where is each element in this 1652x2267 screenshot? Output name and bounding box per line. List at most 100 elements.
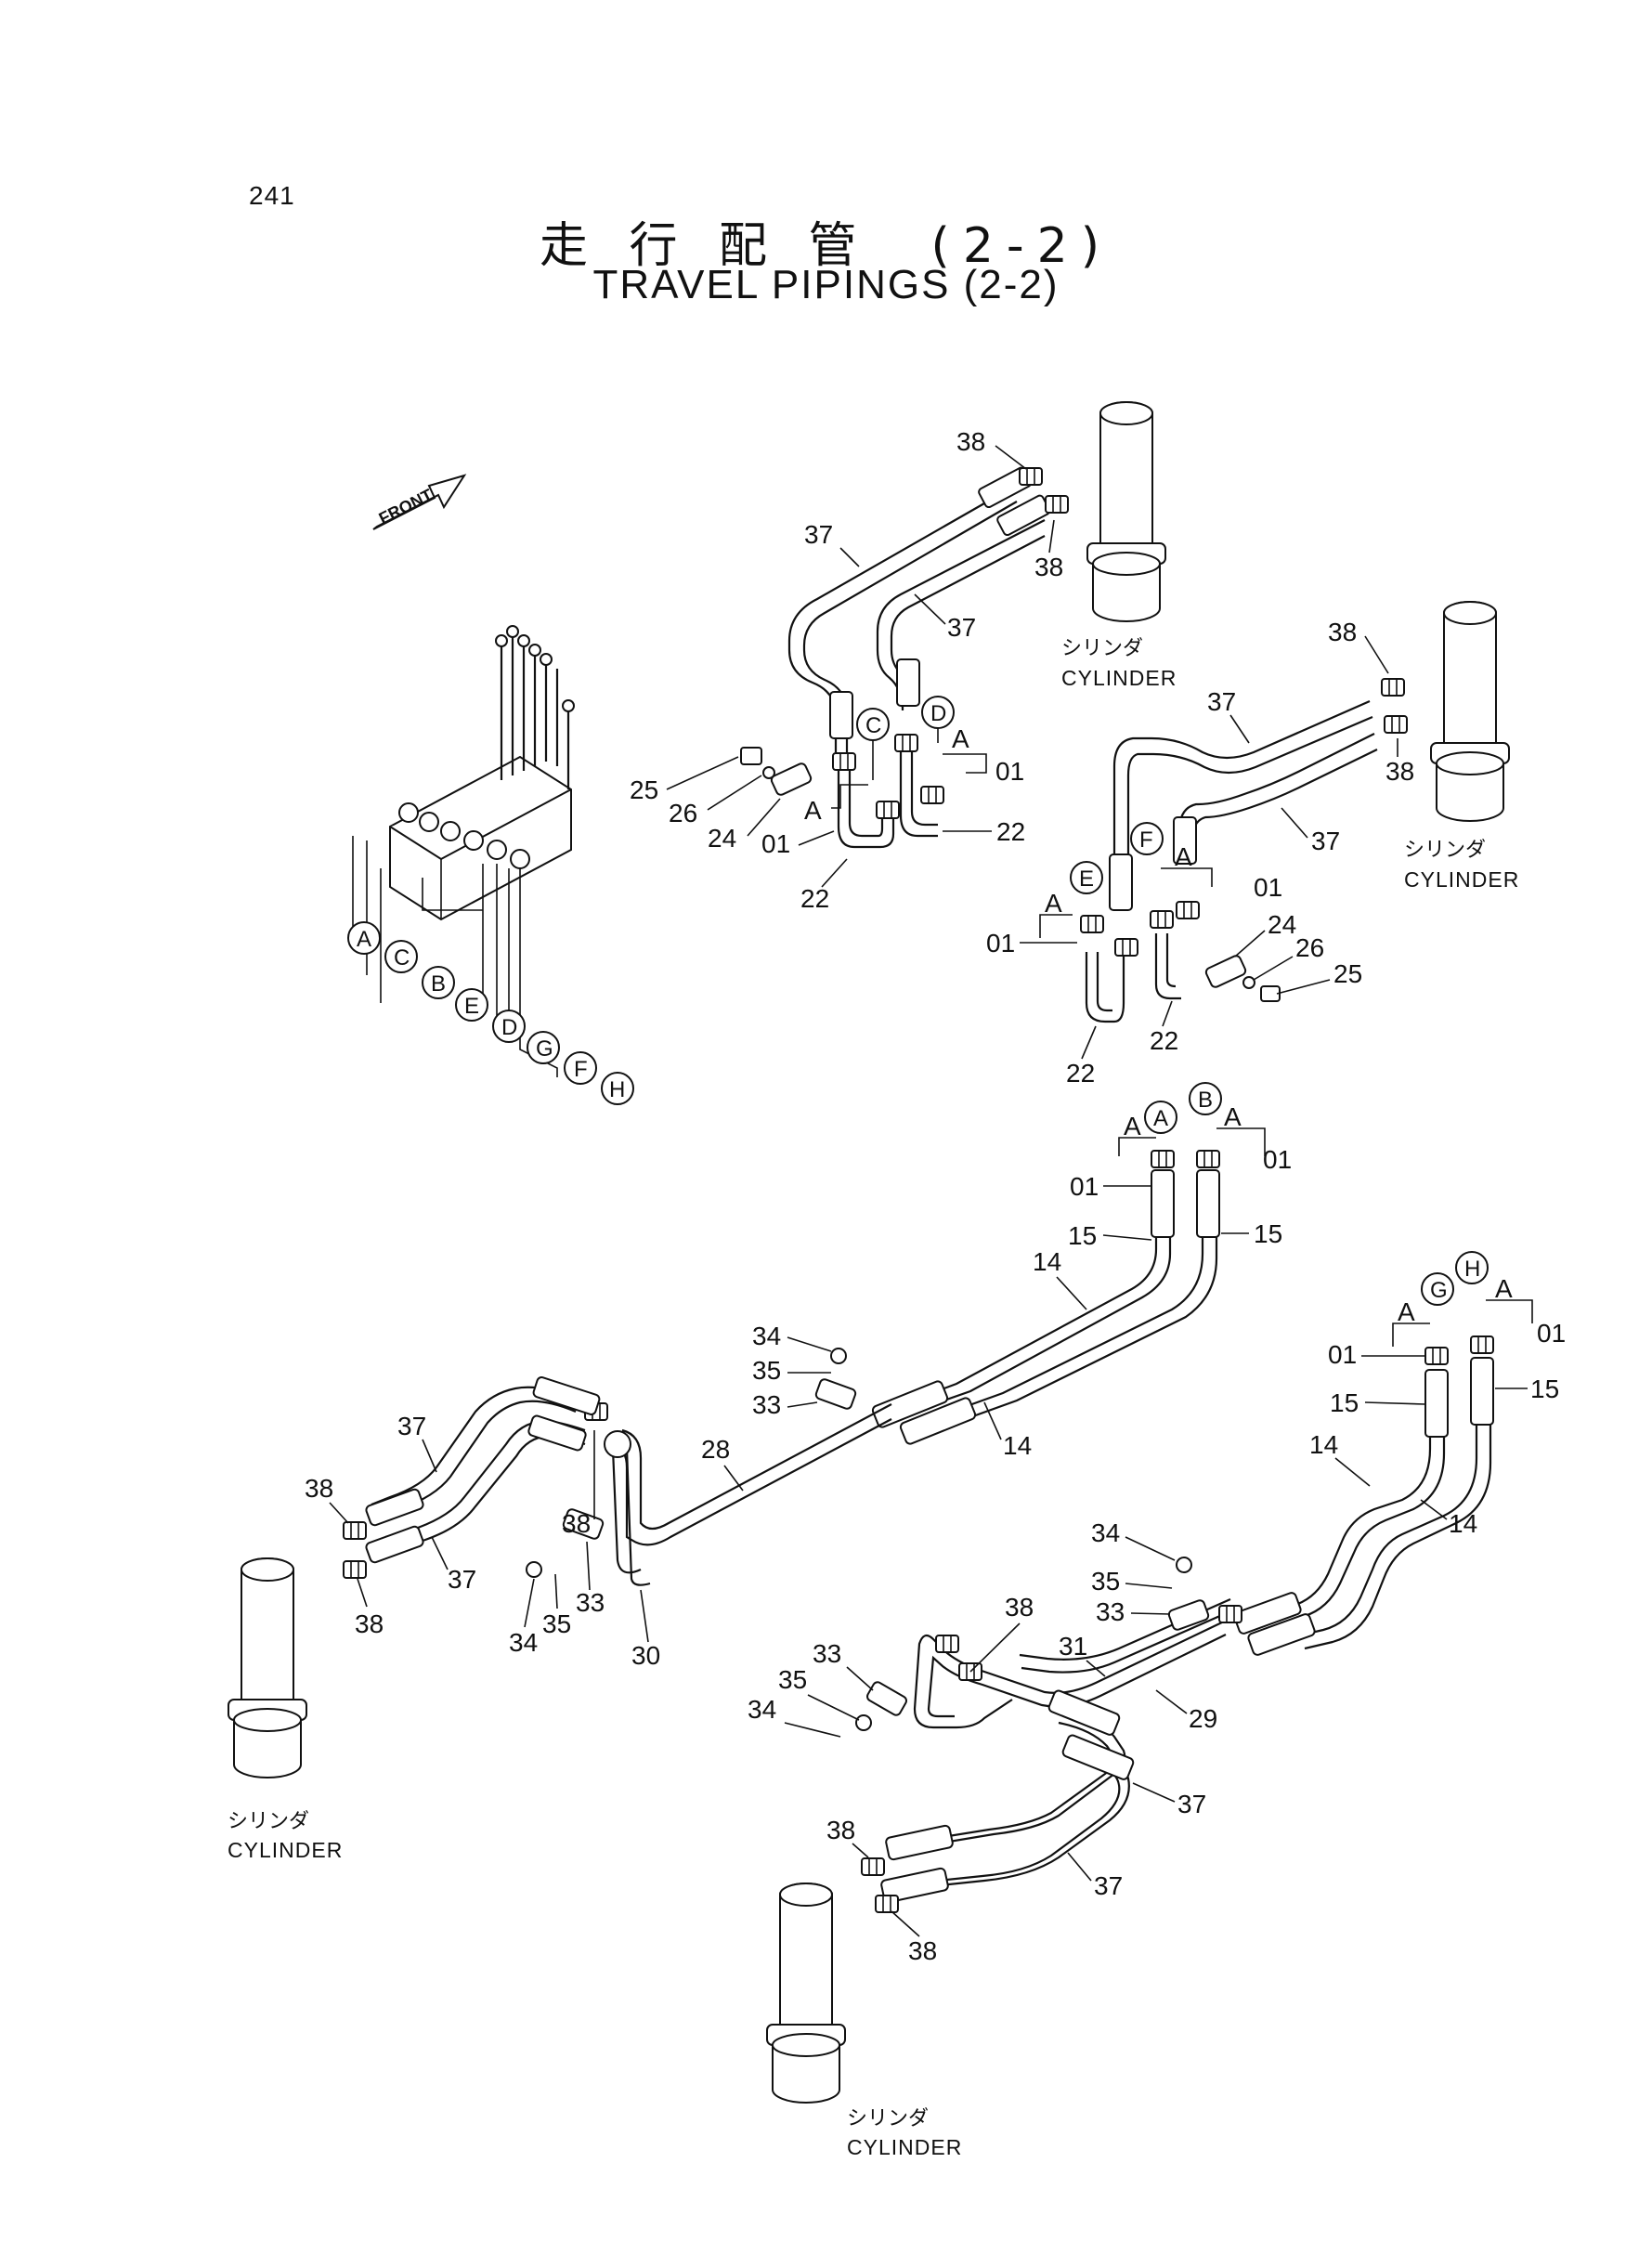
cylinder-right bbox=[1430, 601, 1510, 822]
cylinder-top-center bbox=[1086, 401, 1166, 622]
part-37: 37 bbox=[1311, 827, 1340, 855]
part-01: 01 bbox=[1254, 873, 1282, 902]
part-35: 35 bbox=[752, 1356, 781, 1385]
pipe-group-top-center bbox=[740, 734, 944, 849]
part-37: 37 bbox=[1094, 1871, 1123, 1900]
part-37: 37 bbox=[804, 520, 833, 549]
detail-a-a: A bbox=[1124, 1112, 1141, 1140]
control-valve bbox=[352, 625, 575, 1077]
port-h-valve: H bbox=[609, 1077, 625, 1102]
part-01: 01 bbox=[986, 929, 1015, 958]
part-14: 14 bbox=[1003, 1431, 1032, 1460]
part-35: 35 bbox=[542, 1609, 571, 1638]
port-b-valve: B bbox=[431, 971, 446, 997]
front-label: FRONT bbox=[376, 486, 436, 528]
port-b-detail: B bbox=[1198, 1088, 1213, 1113]
part-38: 38 bbox=[956, 427, 985, 456]
cylinder-label-jp-2: シリンダ bbox=[1404, 839, 1486, 862]
part-35: 35 bbox=[778, 1665, 807, 1694]
detail-a-c: A bbox=[804, 796, 822, 825]
part-37: 37 bbox=[1207, 687, 1236, 716]
page-number: 241 bbox=[249, 181, 295, 210]
part-22: 22 bbox=[800, 884, 829, 913]
part-15: 15 bbox=[1330, 1388, 1359, 1417]
part-15: 15 bbox=[1530, 1375, 1559, 1403]
part-22: 22 bbox=[1150, 1026, 1178, 1055]
page-title-en: TRAVEL PIPINGS (2-2) bbox=[592, 262, 1060, 307]
part-01: 01 bbox=[1070, 1172, 1099, 1201]
valve-port-fittings bbox=[398, 802, 530, 869]
part-28: 28 bbox=[701, 1435, 730, 1464]
hose-assembly-middle bbox=[871, 1150, 1220, 1445]
cylinder-label-jp-1: シリンダ bbox=[1061, 637, 1143, 660]
part-31: 31 bbox=[1059, 1632, 1087, 1661]
part-33: 33 bbox=[1096, 1597, 1125, 1626]
part-38: 38 bbox=[826, 1816, 855, 1844]
part-25: 25 bbox=[1333, 959, 1362, 988]
port-e-valve: E bbox=[464, 994, 479, 1019]
port-d-valve: D bbox=[501, 1015, 517, 1040]
part-38: 38 bbox=[562, 1509, 591, 1538]
part-34: 34 bbox=[752, 1322, 781, 1350]
part-33: 33 bbox=[813, 1639, 841, 1668]
cylinder-label-jp-4: シリンダ bbox=[847, 2107, 929, 2130]
part-15: 15 bbox=[1254, 1219, 1282, 1248]
port-d-detail: D bbox=[930, 701, 946, 726]
part-37: 37 bbox=[947, 613, 976, 642]
port-c-valve: C bbox=[394, 945, 410, 971]
part-33: 33 bbox=[576, 1588, 605, 1617]
port-f-detail: F bbox=[1139, 827, 1153, 853]
port-f-valve: F bbox=[574, 1057, 588, 1082]
part-29: 29 bbox=[1189, 1704, 1217, 1733]
part-37: 37 bbox=[1177, 1790, 1206, 1818]
pipe-assembly-left bbox=[343, 1348, 892, 1586]
part-14: 14 bbox=[1449, 1509, 1477, 1538]
part-number-callouts: 38 38 37 37 25 26 24 01 01 22 22 38 38 3… bbox=[305, 427, 1566, 1965]
port-g-detail: G bbox=[1430, 1278, 1448, 1303]
cylinder-label-jp-3: シリンダ bbox=[228, 1810, 309, 1833]
hose-assembly-lower-right bbox=[1233, 1335, 1494, 1656]
pipe-assembly-lower bbox=[855, 1557, 1242, 1913]
detail-a-h: A bbox=[1495, 1274, 1513, 1303]
part-38: 38 bbox=[908, 1936, 937, 1965]
port-e-detail: E bbox=[1079, 866, 1094, 892]
hose-assembly-top bbox=[787, 466, 1069, 752]
port-a-detail: A bbox=[1153, 1106, 1168, 1131]
control-levers bbox=[495, 625, 575, 789]
cylinder-label-en-3: CYLINDER bbox=[228, 1838, 343, 1862]
cylinder-label-en-2: CYLINDER bbox=[1404, 867, 1519, 892]
cylinder-left bbox=[228, 1557, 307, 1778]
page-title-jp: 走 行 配 管 (2-2) bbox=[539, 218, 1113, 274]
part-38: 38 bbox=[1328, 618, 1357, 646]
part-26: 26 bbox=[1295, 933, 1324, 962]
part-35: 35 bbox=[1091, 1567, 1120, 1596]
detail-a-d: A bbox=[952, 724, 969, 753]
part-01: 01 bbox=[1328, 1340, 1357, 1369]
front-arrow: FRONT bbox=[372, 474, 467, 530]
detail-a-f: A bbox=[1175, 842, 1192, 871]
cylinder-label-en-1: CYLINDER bbox=[1061, 666, 1177, 690]
part-38: 38 bbox=[355, 1609, 384, 1638]
port-c-detail: C bbox=[865, 713, 881, 738]
detail-a-b: A bbox=[1224, 1102, 1242, 1131]
detail-a-g: A bbox=[1398, 1297, 1415, 1326]
valve-port-labels: A C B E D G F H bbox=[347, 921, 634, 1105]
part-37: 37 bbox=[397, 1412, 426, 1440]
part-37: 37 bbox=[448, 1565, 476, 1594]
part-25: 25 bbox=[630, 775, 658, 804]
part-26: 26 bbox=[669, 799, 697, 827]
cylinder-bottom bbox=[766, 1883, 846, 2104]
part-30: 30 bbox=[631, 1641, 660, 1670]
cylinder-label-en-4: CYLINDER bbox=[847, 2135, 962, 2159]
part-24: 24 bbox=[1268, 910, 1296, 939]
part-01: 01 bbox=[1537, 1319, 1566, 1348]
part-24: 24 bbox=[708, 824, 736, 853]
part-22: 22 bbox=[996, 817, 1025, 846]
part-01: 01 bbox=[1263, 1145, 1292, 1174]
part-34: 34 bbox=[748, 1695, 776, 1724]
port-g-valve: G bbox=[536, 1036, 553, 1062]
part-14: 14 bbox=[1309, 1430, 1338, 1459]
port-h-detail: H bbox=[1464, 1257, 1480, 1282]
part-38: 38 bbox=[1034, 553, 1063, 581]
port-a-valve: A bbox=[357, 927, 371, 952]
